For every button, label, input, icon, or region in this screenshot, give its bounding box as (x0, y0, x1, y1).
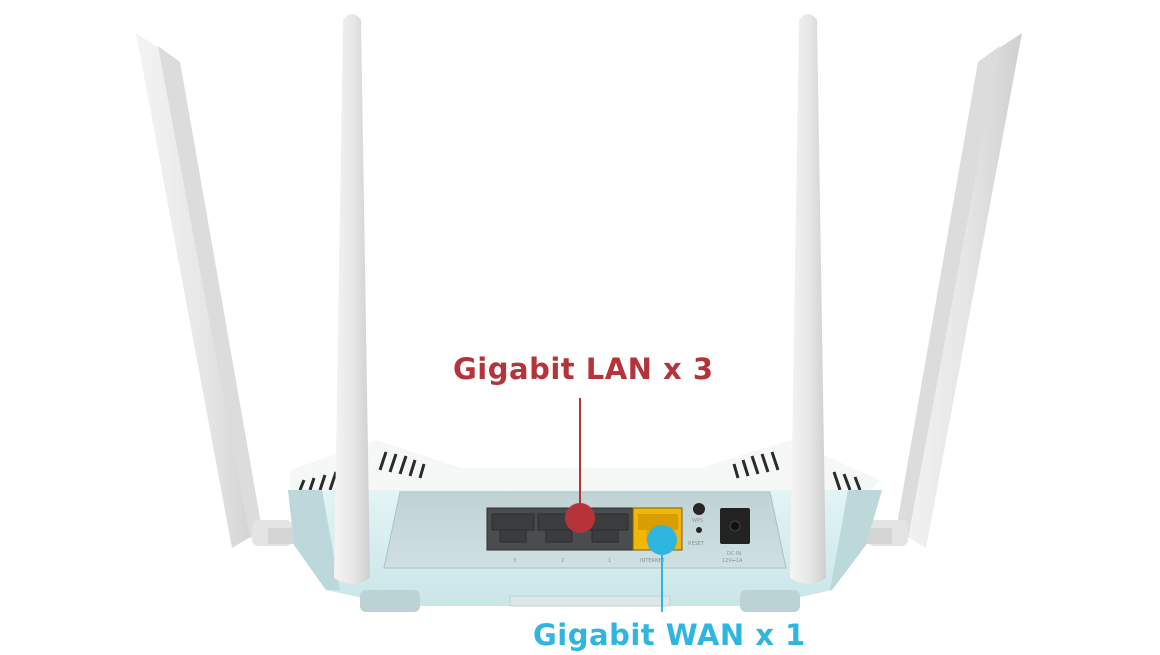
antenna-inner-left (334, 14, 370, 584)
lan-port-label-2: 2 (561, 558, 564, 564)
power-jack (720, 508, 750, 544)
internet-port-label: INTERNET (640, 558, 666, 564)
power-rating-label: 12V⎓1A (722, 558, 743, 564)
lan-port-label-3: 3 (513, 558, 516, 564)
antenna-outer-left (136, 33, 298, 548)
lan-callout-dot (565, 503, 595, 533)
antenna-inner-right (790, 14, 826, 584)
lan-callout-label: Gigabit LAN x 3 (453, 352, 714, 386)
reset-label: RESET (688, 541, 705, 547)
vent-right (732, 451, 862, 491)
wps-label: WPS (692, 518, 703, 524)
wan-callout-dot (647, 525, 677, 555)
reset-hole (696, 527, 702, 533)
wps-button (693, 503, 705, 515)
power-label: DC IN (727, 551, 741, 557)
antenna-outer-right (862, 33, 1022, 548)
lan-port-label-1: 1 (608, 558, 611, 564)
lan-port-block (486, 507, 634, 551)
wan-callout-label: Gigabit WAN x 1 (533, 618, 806, 652)
